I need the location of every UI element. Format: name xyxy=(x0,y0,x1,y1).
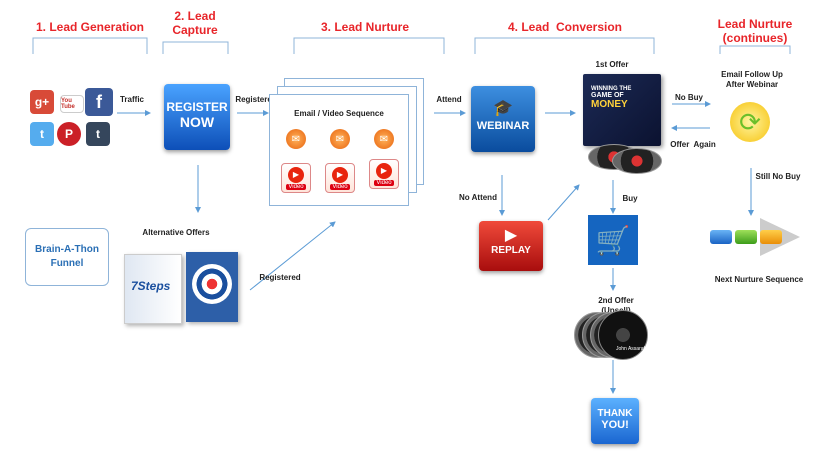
email-icon-3: ✉ xyxy=(374,129,394,149)
label-buy: Buy xyxy=(622,194,638,203)
label-email-video-sequence: Email / Video Sequence xyxy=(294,109,384,118)
email-video-sequence-panel: Email / Video Sequence ✉ ✉ ✉ ▶Video ▶Vid… xyxy=(269,94,409,206)
video-icon-2: ▶Video xyxy=(325,163,355,193)
play-icon: ▶ xyxy=(504,227,518,244)
tumblr-icon: t xyxy=(86,122,110,146)
stage-lead-nurture: 3. Lead Nurture xyxy=(320,20,410,34)
label-still-no-buy: Still No Buy xyxy=(755,172,801,181)
label-attend: Attend xyxy=(436,95,462,104)
product-disc-2 xyxy=(612,148,662,174)
book-title: 7Steps xyxy=(131,279,171,293)
webinar-button[interactable]: 🎓 WEBINAR xyxy=(471,86,535,152)
funnel-name-text: Brain-A-Thon Funnel xyxy=(35,244,99,269)
register-text: REGISTER xyxy=(166,100,228,114)
label-first-offer: 1st Offer xyxy=(595,60,629,69)
label-registered-bottom: Registered xyxy=(259,273,301,282)
label-offer-again: Offer Again xyxy=(670,140,716,149)
funnel-name-box: Brain-A-Thon Funnel xyxy=(25,228,109,286)
now-text: NOW xyxy=(179,114,215,130)
stage-lead-conversion: 4. Lead Conversion xyxy=(507,20,623,34)
label-no-buy: No Buy xyxy=(675,93,703,102)
target-offer-book xyxy=(186,252,238,322)
label-no-attend: No Attend xyxy=(459,193,497,202)
label-next-nurture-sequence: Next Nurture Sequence xyxy=(714,275,804,284)
google-plus-icon: g+ xyxy=(30,90,54,114)
video-icon-3: ▶Video xyxy=(369,159,399,189)
email-icon-2: ✉ xyxy=(330,129,350,149)
twitter-icon: t xyxy=(30,122,54,146)
label-traffic: Traffic xyxy=(119,95,144,104)
label-email-follow-up: Email Follow Up After Webinar xyxy=(721,70,783,89)
facebook-icon: f xyxy=(85,88,113,116)
stage-lead-capture: 2. Lead Capture xyxy=(172,9,218,37)
stage-brackets xyxy=(32,37,791,54)
graduation-cap-icon: 🎓 xyxy=(493,100,513,117)
you-text: YOU! xyxy=(601,419,629,431)
stage-lead-nurture-continues: Lead Nurture (continues) xyxy=(717,17,793,45)
seven-steps-book: 7Steps xyxy=(124,254,182,324)
video-icon-1: ▶Video xyxy=(281,163,311,193)
replay-button[interactable]: ▶ REPLAY xyxy=(479,221,543,271)
pinterest-icon: P xyxy=(57,122,81,146)
flow-arrows xyxy=(117,101,754,394)
webinar-text: WEBINAR xyxy=(476,120,530,132)
second-offer-disc-set: John Assaraf xyxy=(574,308,654,360)
first-offer-product-box: WINNING THE GAME OF MONEY xyxy=(583,74,661,146)
upsell-author-text: John Assaraf xyxy=(616,346,645,352)
thank-you-button[interactable]: THANK YOU! xyxy=(591,398,639,444)
next-nurture-arrow-icon xyxy=(708,218,800,256)
shopping-cart-icon[interactable]: 🛒 xyxy=(588,215,638,265)
refresh-cycle-icon: ⟳ xyxy=(730,102,770,142)
youtube-icon: You Tube xyxy=(60,95,84,113)
label-alternative-offers: Alternative Offers xyxy=(142,228,210,237)
target-icon xyxy=(192,264,232,304)
label-registered-top: Registered xyxy=(235,95,277,104)
thank-text: THANK xyxy=(597,408,633,419)
register-now-button[interactable]: REGISTER NOW xyxy=(164,84,230,150)
replay-text: REPLAY xyxy=(491,245,531,256)
stage-lead-generation: 1. Lead Generation xyxy=(35,20,145,34)
email-icon-1: ✉ xyxy=(286,129,306,149)
